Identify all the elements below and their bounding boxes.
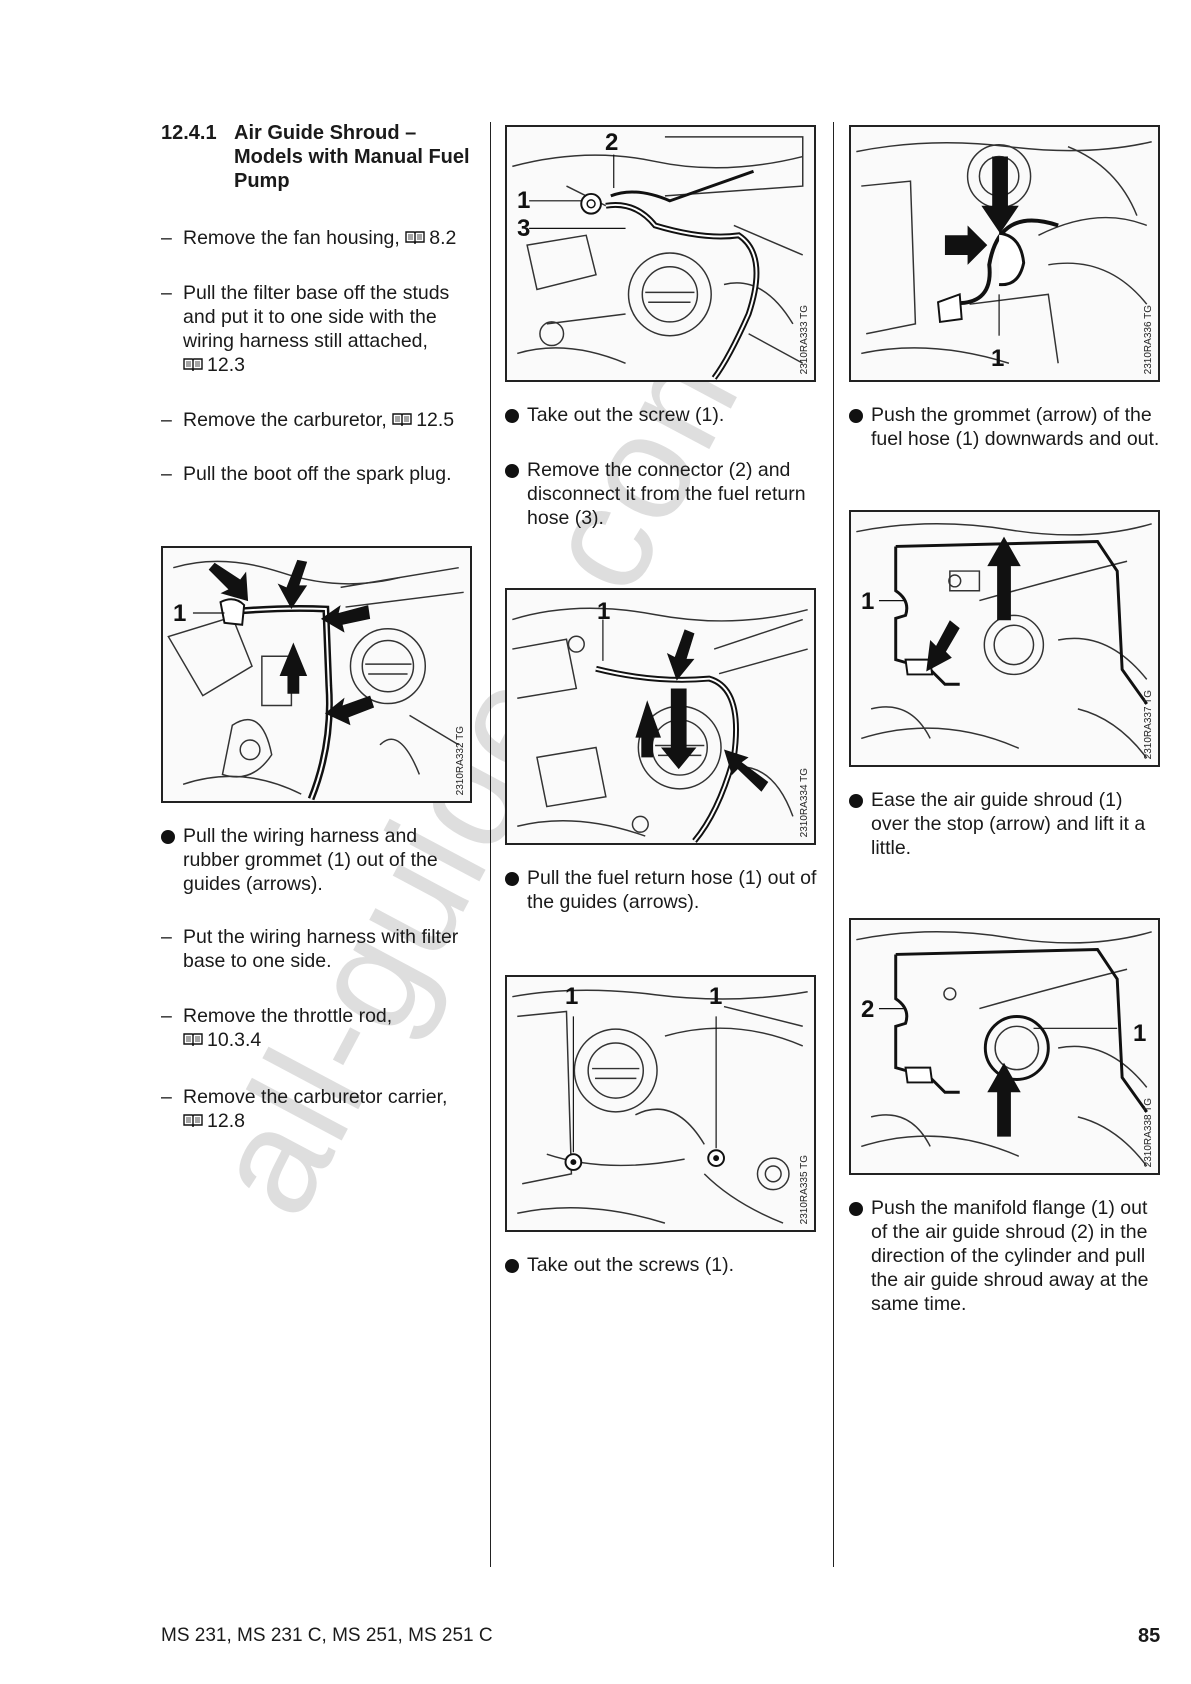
callout-3: 3 [517, 215, 531, 242]
fuel-return-hose-illustration [512, 607, 808, 843]
manual-reference-icon [183, 1114, 203, 1128]
callout-1: 1 [1133, 1020, 1147, 1047]
callout-1: 1 [597, 598, 611, 625]
manual-reference-icon [183, 1033, 203, 1047]
step-text: Push the manifold flange (1) out of the … [871, 1197, 1149, 1315]
step-text: Pull the filter base off the studs and p… [183, 282, 450, 352]
column-divider-2 [833, 122, 834, 1567]
callout-1a: 1 [565, 983, 579, 1010]
bullet-icon [505, 872, 519, 886]
figure-code: 2310RA332 TG [455, 725, 466, 795]
grommet-illustration [856, 141, 1152, 364]
step-text: Push the grommet (arrow) of the fuel hos… [871, 404, 1160, 450]
page-number: 85 [1138, 1625, 1161, 1647]
figure-wiring-harness: 1 2310RA332 TG [161, 546, 472, 803]
figure-manifold-flange: 2 1 2310RA338 TG [849, 918, 1160, 1175]
figure-code: 2310RA335 TG [799, 1154, 810, 1224]
step-marker: – [161, 463, 172, 485]
step-marker: – [161, 926, 172, 948]
figure-screws: 1 1 2310RA335 TG [505, 975, 816, 1232]
figure-air-guide-shroud-stop: 1 2310RA337 TG [849, 510, 1160, 767]
bullet-icon [849, 1202, 863, 1216]
callout-1: 1 [991, 345, 1005, 372]
wiring-harness-illustration [167, 559, 464, 801]
step-text: Remove the carburetor, [183, 409, 387, 431]
manual-reference[interactable]: 12.5 [416, 409, 455, 431]
step-text: Remove the fan housing, [183, 227, 400, 249]
manual-reference-icon [405, 231, 425, 245]
manual-reference-icon [392, 413, 412, 427]
callout-1: 1 [173, 600, 187, 627]
step-text: Remove the throttle rod, [183, 1005, 393, 1027]
callout-1b: 1 [709, 983, 723, 1010]
bullet-icon [505, 464, 519, 478]
step-text: Take out the screw (1). [527, 404, 725, 426]
manual-reference[interactable]: 10.3.4 [207, 1029, 262, 1051]
step-marker: – [161, 1005, 172, 1027]
connector-illustration [512, 136, 804, 380]
column-divider-1 [490, 122, 491, 1567]
section-number: 12.4.1 [161, 122, 217, 144]
step-text: Pull the fuel return hose (1) out of the… [527, 867, 817, 913]
footer-models: MS 231, MS 231 C, MS 251, MS 251 C [161, 1625, 493, 1646]
step-marker: – [161, 409, 172, 431]
figure-fuel-return-hose: 1 2310RA334 TG [505, 588, 816, 845]
figure-grommet-fuel-hose: 1 2310RA336 TG [849, 125, 1160, 382]
step-text: Put the wiring harness with filter base … [183, 926, 459, 972]
step-text: Remove the connector (2) and disconnect … [527, 459, 806, 529]
step-text: Remove the carburetor carrier, [183, 1086, 448, 1108]
section-title: Air Guide Shroud – Models with Manual Fu… [234, 122, 470, 192]
bullet-icon [849, 409, 863, 423]
figure-code: 2310RA336 TG [1143, 304, 1154, 374]
bullet-icon [505, 409, 519, 423]
screws-illustration [512, 989, 808, 1224]
step-marker: – [161, 1086, 172, 1108]
figure-code: 2310RA338 TG [1143, 1097, 1154, 1167]
callout-2: 2 [861, 996, 875, 1023]
step-marker: – [161, 282, 172, 304]
section-heading: 12.4.1 Air Guide Shroud – Models with Ma… [161, 121, 481, 196]
figure-code: 2310RA337 TG [1143, 689, 1154, 759]
step-marker: – [161, 227, 172, 249]
callout-2: 2 [605, 129, 619, 156]
callout-1: 1 [861, 588, 875, 615]
bullet-icon [505, 1259, 519, 1273]
manifold-flange-illustration [856, 931, 1152, 1167]
figure-code: 2310RA333 TG [799, 304, 810, 374]
bullet-icon [849, 794, 863, 808]
step-text: Pull the wiring harness and rubber gromm… [183, 825, 438, 895]
manual-reference[interactable]: 8.2 [429, 227, 457, 249]
air-guide-shroud-illustration [856, 523, 1152, 759]
manual-reference[interactable]: 12.8 [207, 1110, 245, 1132]
figure-connector-screw: 2 1 3 2310RA333 TG [505, 125, 816, 382]
manual-reference[interactable]: 12.3 [207, 354, 245, 376]
manual-reference-icon [183, 358, 203, 372]
bullet-icon [161, 830, 175, 844]
step-text: Ease the air guide shroud (1) over the s… [871, 789, 1146, 859]
step-text: Take out the screws (1). [527, 1254, 734, 1276]
figure-code: 2310RA334 TG [799, 767, 810, 837]
callout-1: 1 [517, 187, 531, 214]
step-text: Pull the boot off the spark plug. [183, 463, 452, 485]
